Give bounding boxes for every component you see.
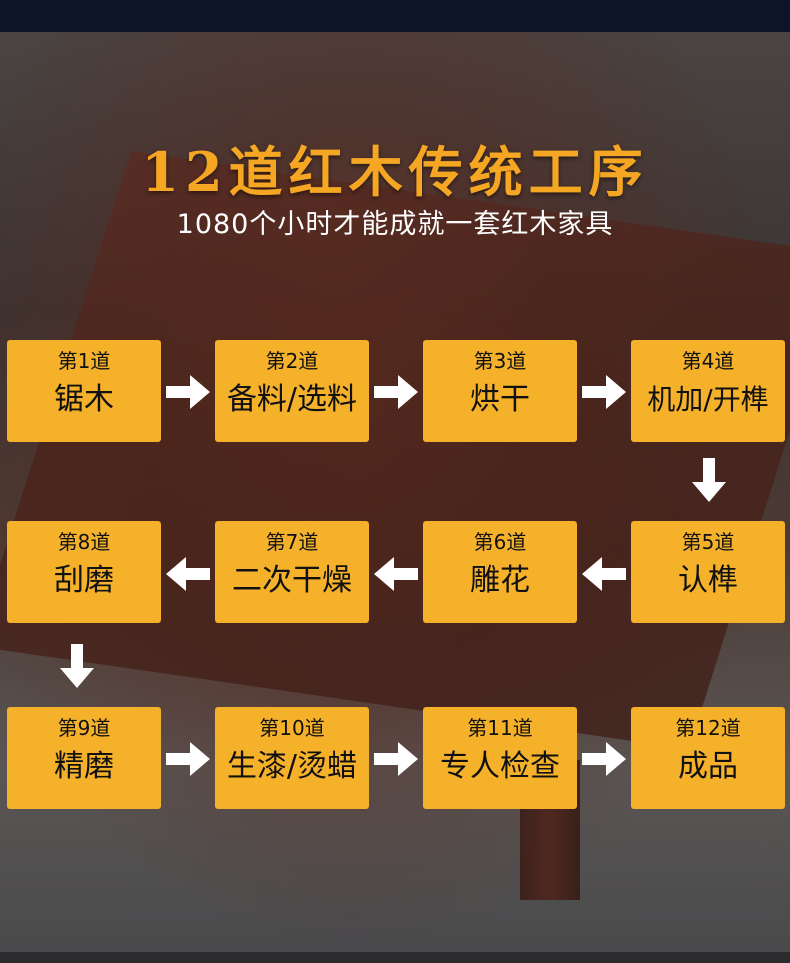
page-title: 12道红木传统工序 — [141, 140, 649, 204]
step-box-6: 第6道 雕花 — [423, 521, 577, 623]
step-box-2: 第2道 备料/选料 — [215, 340, 369, 442]
step-number: 第12道 — [675, 716, 741, 740]
step-number: 第3道 — [473, 349, 527, 373]
step-name: 认榫 — [678, 563, 738, 598]
step-name: 成品 — [678, 749, 738, 784]
step-name: 生漆/烫蜡 — [226, 749, 358, 784]
step-number: 第4道 — [681, 349, 735, 373]
step-box-1: 第1道 锯木 — [7, 340, 161, 442]
step-number: 第9道 — [57, 716, 111, 740]
step-box-9: 第9道 精磨 — [7, 707, 161, 809]
step-box-8: 第8道 刮磨 — [7, 521, 161, 623]
arrow-right-icon — [582, 375, 626, 409]
step-name: 备料/选料 — [226, 382, 358, 417]
step-box-11: 第11道 专人检查 — [423, 707, 577, 809]
arrow-down-icon — [692, 458, 726, 502]
step-box-7: 第7道 二次干燥 — [215, 521, 369, 623]
step-name: 锯木 — [54, 382, 114, 417]
step-box-10: 第10道 生漆/烫蜡 — [215, 707, 369, 809]
arrow-right-icon — [582, 742, 626, 776]
step-number: 第11道 — [467, 716, 533, 740]
arrow-right-icon — [166, 375, 210, 409]
step-name: 机加/开榫 — [647, 383, 769, 416]
step-name: 烘干 — [470, 382, 530, 417]
step-name: 精磨 — [54, 749, 114, 784]
step-number: 第6道 — [473, 530, 527, 554]
arrow-left-icon — [582, 557, 626, 591]
page-subtitle: 1080个小时才能成就一套红木家具 — [176, 209, 614, 240]
arrow-left-icon — [166, 557, 210, 591]
arrow-right-icon — [374, 742, 418, 776]
bottom-bar — [0, 952, 790, 963]
step-number: 第7道 — [265, 530, 319, 554]
step-name: 专人检查 — [440, 749, 560, 784]
step-number: 第1道 — [57, 349, 111, 373]
step-name: 刮磨 — [54, 563, 114, 598]
step-box-5: 第5道 认榫 — [631, 521, 785, 623]
step-number: 第8道 — [57, 530, 111, 554]
step-number: 第5道 — [681, 530, 735, 554]
step-number: 第10道 — [259, 716, 325, 740]
step-name: 雕花 — [470, 563, 530, 598]
step-number: 第2道 — [265, 349, 319, 373]
arrow-left-icon — [374, 557, 418, 591]
arrow-down-icon — [60, 644, 94, 688]
step-box-4: 第4道 机加/开榫 — [631, 340, 785, 442]
step-box-12: 第12道 成品 — [631, 707, 785, 809]
step-box-3: 第3道 烘干 — [423, 340, 577, 442]
step-name: 二次干燥 — [232, 563, 352, 598]
top-bar — [0, 0, 790, 32]
arrow-right-icon — [166, 742, 210, 776]
arrow-right-icon — [374, 375, 418, 409]
